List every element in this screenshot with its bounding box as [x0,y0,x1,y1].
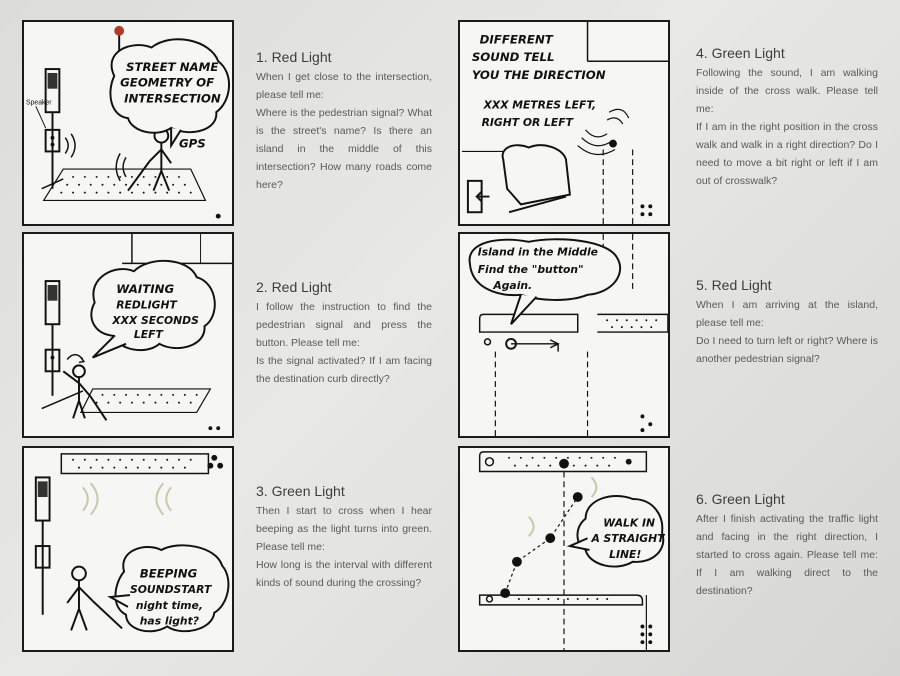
panel-2-illustration: WAITING REDLIGHT XXX SECONDS LEFT [41,234,232,431]
storyboard-panel-3: BEEPING SOUNDSTART night time, has light… [22,446,234,652]
svg-text:WALK IN: WALK IN [603,516,655,529]
svg-text:XXX METRES LEFT,: XXX METRES LEFT, [483,98,596,111]
step-6-title: 6. Green Light [696,491,785,507]
storyboard-panel-2: WAITING REDLIGHT XXX SECONDS LEFT [22,232,234,438]
step-2-title: 2. Red Light [256,279,332,295]
svg-text:Again.: Again. [492,279,532,292]
step-1-text: 1. Red Light When I get close to the int… [256,48,432,194]
svg-text:LEFT: LEFT [134,328,165,341]
svg-text:night time,: night time, [136,599,203,612]
gps-label: GPS [179,137,206,151]
svg-text:SOUND TELL: SOUND TELL [472,50,555,64]
svg-text:GEOMETRY OF: GEOMETRY OF [120,76,214,90]
step-3-body: Then I start to cross when I hear beepin… [256,505,432,589]
svg-text:Island in the Middle: Island in the Middle [478,246,598,259]
svg-text:YOU THE DIRECTION: YOU THE DIRECTION [472,68,606,82]
svg-text:BEEPING: BEEPING [140,566,198,580]
svg-text:REDLIGHT: REDLIGHT [116,299,178,312]
step-3-text: 3. Green Light Then I start to cross whe… [256,482,432,592]
svg-text:LINE!: LINE! [609,548,641,561]
step-2-body: I follow the instruction to find the ped… [256,301,432,385]
svg-text:XXX SECONDS: XXX SECONDS [111,314,199,327]
step-4-body: Following the sound, I am walking inside… [696,67,878,187]
panel-4-illustration: DIFFERENT SOUND TELL YOU THE DIRECTION X… [462,22,668,224]
svg-text:has light?: has light? [140,615,199,628]
panel-1-illustration: Speaker STREET NAME GEOMETRY OF INTERS [26,25,230,219]
hand-icon [501,144,571,206]
step-4-text: 4. Green Light Following the sound, I am… [696,44,878,190]
step-5-body: When I am arriving at the island, please… [696,299,878,365]
panel-5-illustration: Island in the Middle Find the "button" A… [468,234,668,436]
storyboard-panel-4: DIFFERENT SOUND TELL YOU THE DIRECTION X… [458,20,670,226]
panel-6-illustration: WALK IN A STRAIGHT LINE! [478,451,666,650]
step-6-body: After I finish activating the traffic li… [696,513,878,597]
svg-text:DIFFERENT: DIFFERENT [480,33,554,47]
red-light-icon [114,25,125,36]
arrow-left-icon [475,190,490,203]
panel-3-illustration: BEEPING SOUNDSTART night time, has light… [34,453,230,633]
step-1-body: When I get close to the intersection, pl… [256,71,432,191]
step-3-title: 3. Green Light [256,483,345,499]
storyboard-panel-6: WALK IN A STRAIGHT LINE! [458,446,670,652]
svg-text:SOUNDSTART: SOUNDSTART [130,583,213,596]
storyboard-panel-1: Speaker STREET NAME GEOMETRY OF INTERS [22,20,234,226]
svg-text:A STRAIGHT: A STRAIGHT [590,532,666,545]
pedestrian-figure [66,565,123,631]
speaker-label: Speaker [26,99,52,106]
svg-text:WAITING: WAITING [116,282,174,296]
island-icon [478,313,579,333]
storyboard-panel-5: Island in the Middle Find the "button" A… [458,232,670,438]
svg-text:RIGHT OR LEFT: RIGHT OR LEFT [482,116,575,129]
step-1-title: 1. Red Light [256,49,332,65]
step-2-text: 2. Red Light I follow the instruction to… [256,278,432,388]
step-6-text: 6. Green Light After I finish activating… [696,490,878,600]
svg-text:INTERSECTION: INTERSECTION [124,91,221,105]
pedestrian-figure [62,364,108,421]
step-4-title: 4. Green Light [696,45,785,61]
svg-text:STREET NAME: STREET NAME [126,60,218,74]
step-5-title: 5. Red Light [696,277,772,293]
pedestrian-figure [127,127,172,192]
step-5-text: 5. Red Light When I am arriving at the i… [696,276,878,368]
svg-text:Find the "button": Find the "button" [478,263,584,276]
